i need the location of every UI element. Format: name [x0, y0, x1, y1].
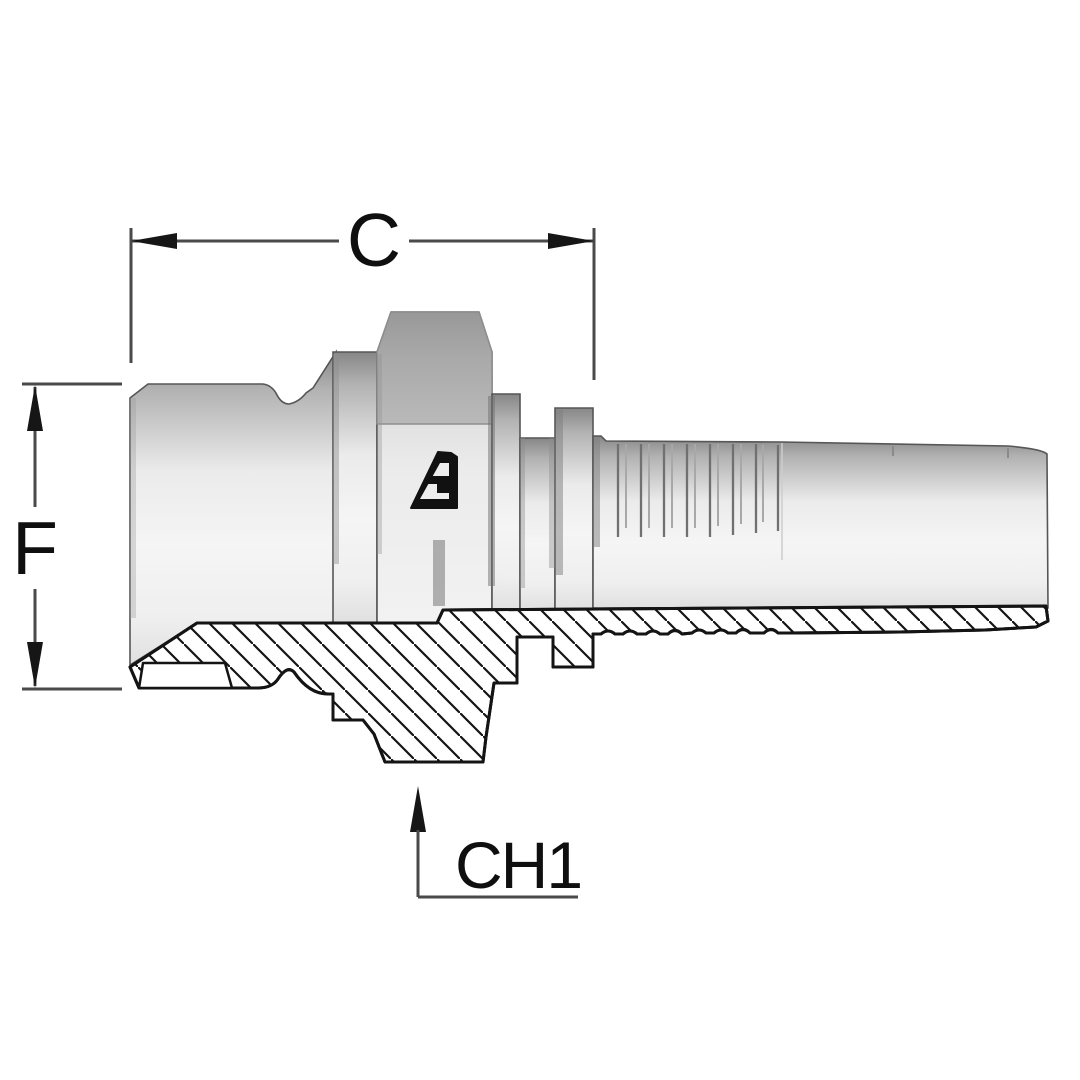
collar-front	[332, 351, 378, 624]
dimension-label-ch1: CH1	[455, 828, 581, 902]
shoulder	[491, 393, 521, 611]
f-arrow-up-icon	[27, 385, 43, 431]
hex-base-shade	[433, 540, 445, 606]
dimension-label-f: F	[12, 506, 58, 590]
shoulder-left-shade	[488, 396, 495, 586]
dimension-c: C	[129, 198, 596, 380]
thread-end	[129, 349, 337, 667]
tail-left-shade	[594, 437, 600, 547]
logo-bar-horizontal	[427, 476, 449, 484]
dimension-f: F	[12, 382, 122, 691]
brand-logo-icon	[410, 451, 458, 509]
ch1-arrow-up-icon	[410, 786, 426, 832]
dimension-label-c: C	[347, 198, 401, 282]
hose-tail-serrations	[616, 444, 780, 537]
edge-shading	[130, 354, 600, 618]
tail-notch-marks	[892, 446, 1009, 458]
c-arrow-left-icon	[131, 233, 177, 249]
hose-tail	[592, 435, 1049, 609]
collar-left-shade	[333, 354, 339, 564]
stop-collar-left-shade	[556, 410, 563, 575]
section-view	[128, 604, 1050, 764]
dimension-ch1: CH1	[410, 786, 583, 902]
neck-right-shade	[549, 438, 555, 568]
thread-relief-face	[137, 661, 234, 690]
hose-tail-serrations-light	[625, 444, 764, 528]
thread-left-shade	[130, 398, 136, 618]
logo-bar-vertical	[437, 484, 449, 493]
f-arrow-down-icon	[27, 642, 43, 688]
hex-left-shade	[377, 354, 382, 554]
neck-left-shade	[520, 438, 525, 588]
c-arrow-right-icon	[548, 233, 594, 249]
section-hatch	[128, 604, 1050, 764]
hex-top-facet	[376, 311, 493, 425]
fitting-body	[129, 311, 1049, 667]
